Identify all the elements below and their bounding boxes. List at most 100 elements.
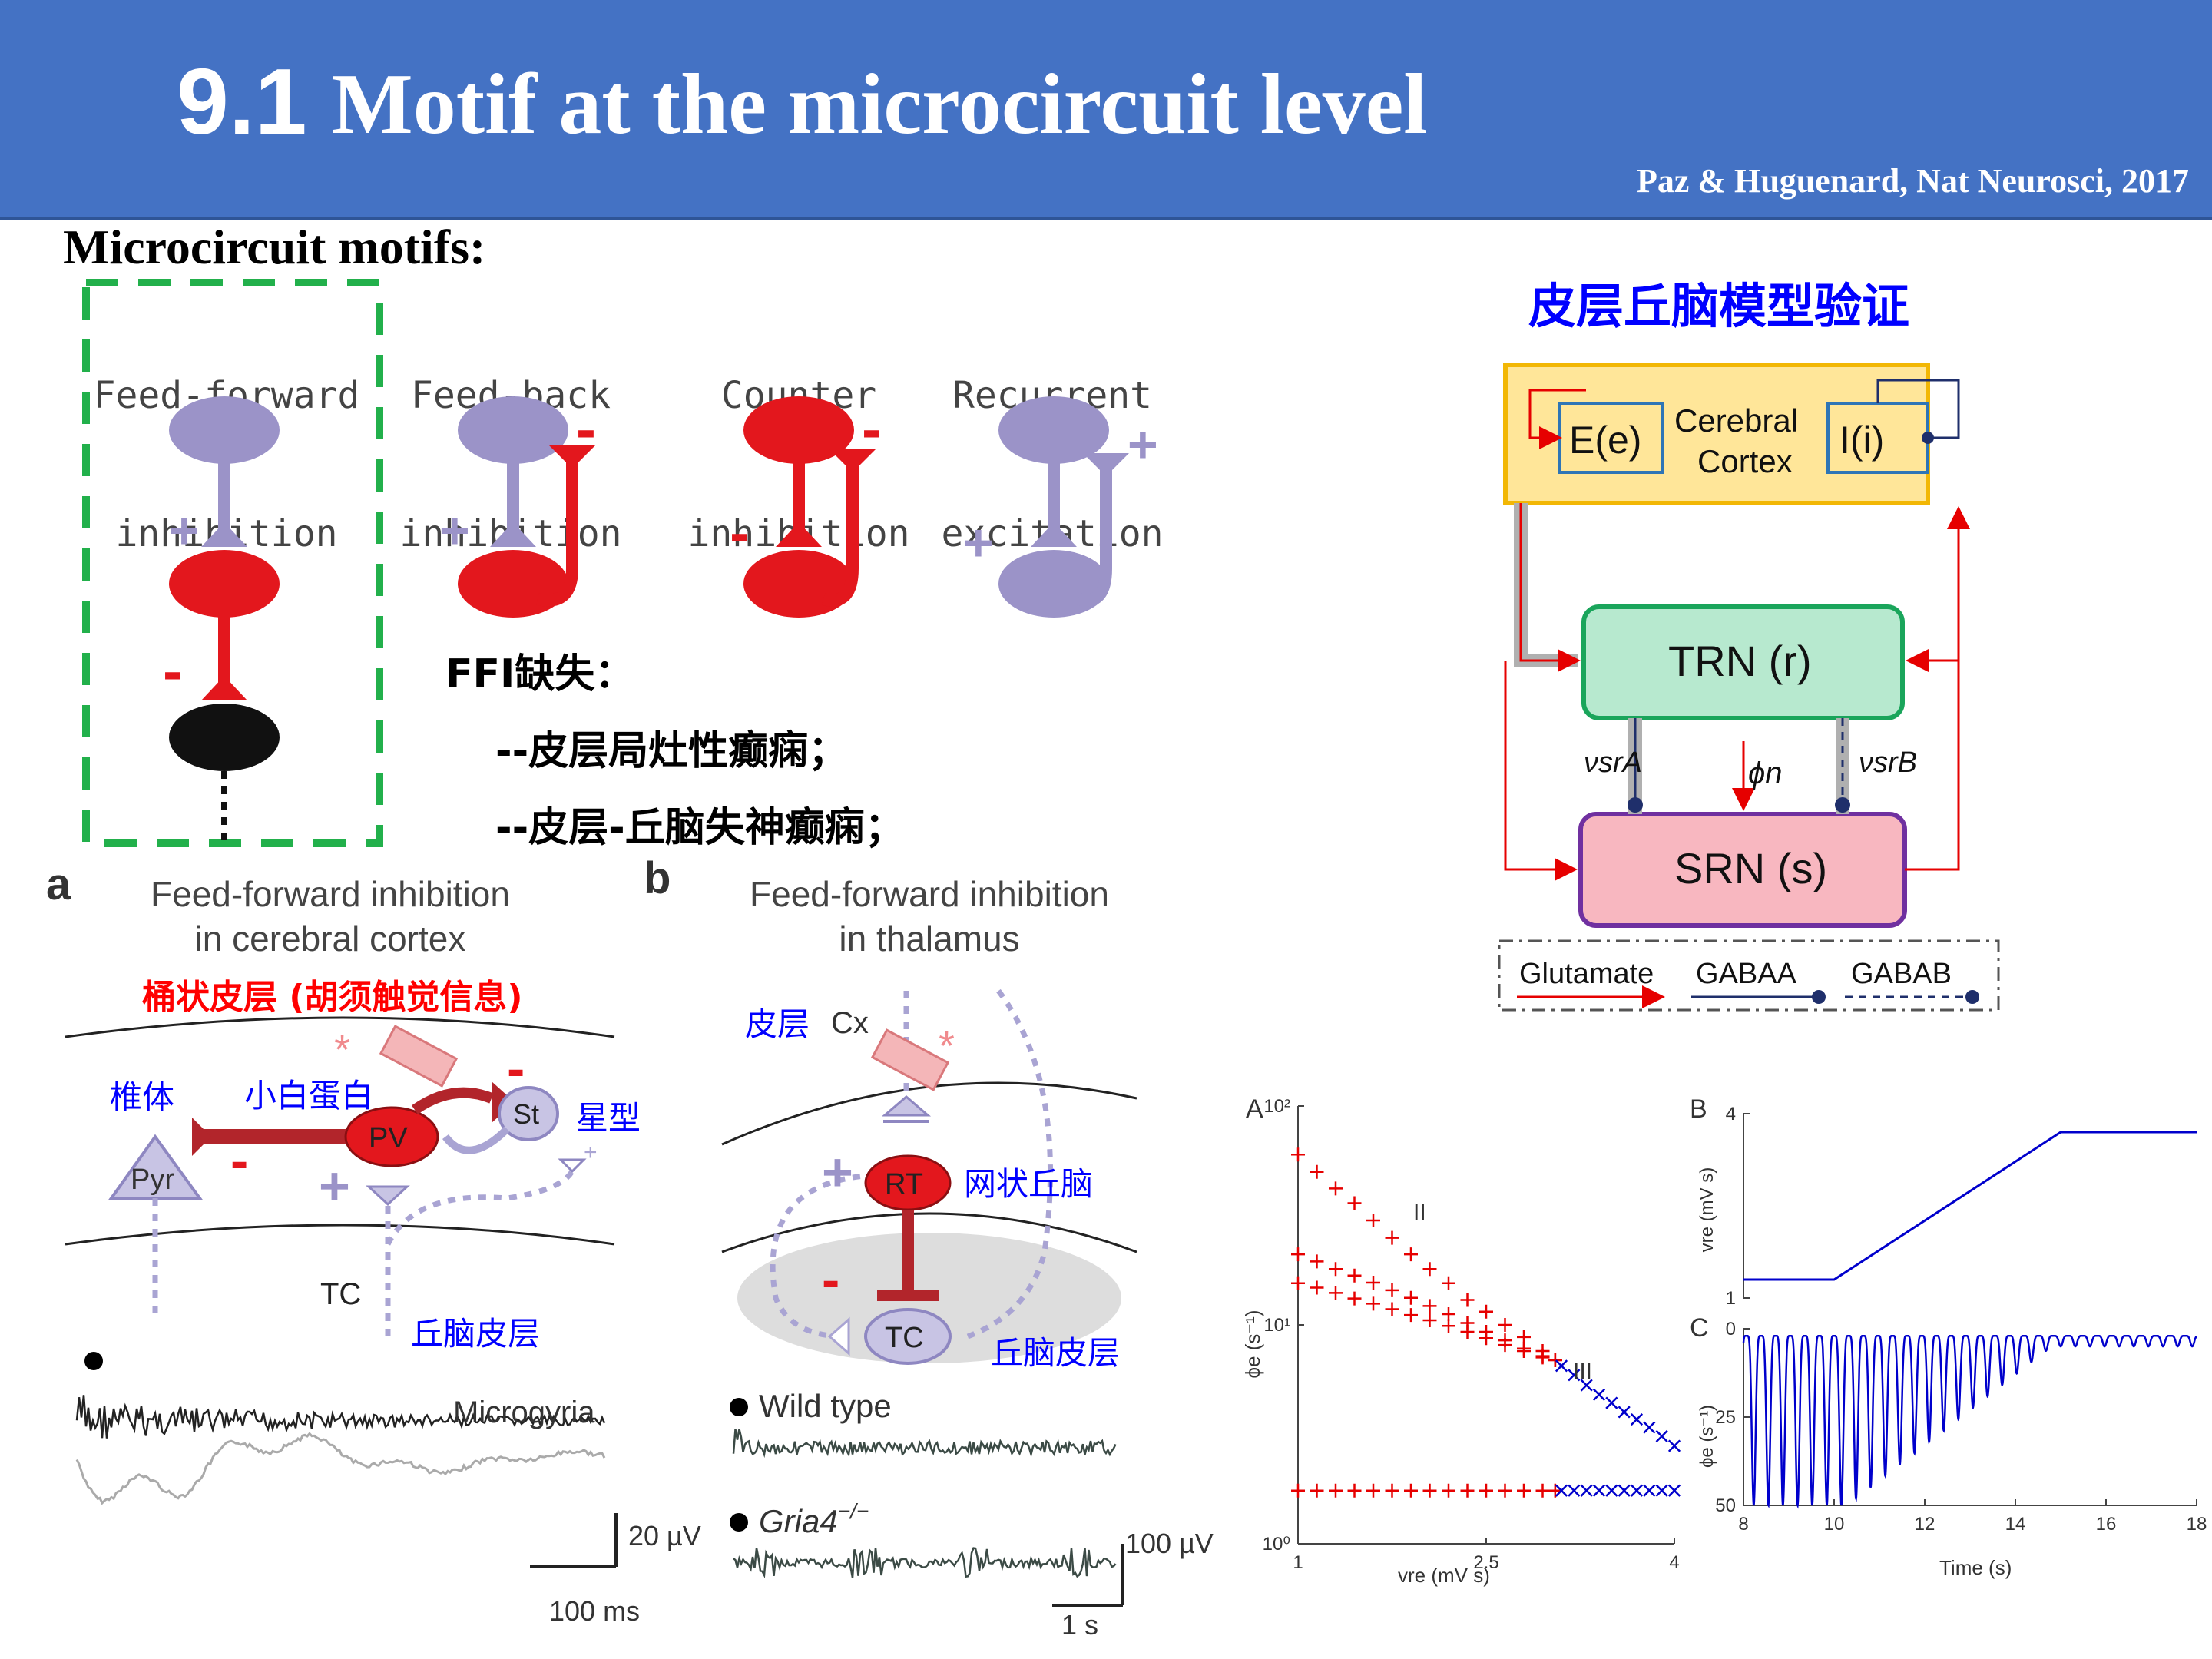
data-point xyxy=(1605,1396,1618,1409)
data-point xyxy=(1618,1406,1631,1419)
plot-c-x-tick-label: 16 xyxy=(2096,1514,2117,1535)
panel-title-line1: Feed-forward inhibition xyxy=(750,874,1109,914)
data-point xyxy=(1347,1268,1362,1283)
motifs-heading: Microcircuit motifs: xyxy=(63,220,486,274)
svg-text:-: - xyxy=(822,1250,839,1310)
data-point xyxy=(1535,1350,1550,1365)
stimulus-dot xyxy=(84,1352,103,1370)
motif-feedback: + - xyxy=(439,395,596,618)
plot-a-ylabel: ϕe (s⁻¹) xyxy=(1241,1310,1264,1379)
legend-gaba-b: GABAB xyxy=(1851,958,1952,990)
data-point xyxy=(1385,1283,1399,1297)
plot-c-xlabel: Time (s) xyxy=(1939,1556,2012,1579)
data-point xyxy=(1442,1306,1455,1321)
plot-a-x-tick-label: 1 xyxy=(1293,1552,1303,1573)
motif-recurrent: + + xyxy=(963,396,1158,618)
scale-time: 100 ms xyxy=(549,1595,640,1627)
st-neuron xyxy=(498,1086,559,1141)
plot-b-ylabel: vre (mV s) xyxy=(1697,1167,1717,1253)
pv-label: PV xyxy=(369,1122,408,1154)
data-point xyxy=(1291,1483,1305,1498)
plot-c-x-tick-label: 18 xyxy=(2187,1514,2207,1535)
scale-time: 1 s xyxy=(1061,1609,1098,1641)
plot-c-x-tick-label: 12 xyxy=(1915,1514,1936,1535)
svg-text:+: + xyxy=(439,502,470,560)
st-label: St xyxy=(513,1098,539,1130)
panel-title-line1: Feed-forward inhibition xyxy=(151,874,510,914)
panel-a-diagram: Pyr PV - - * St + + TC xyxy=(65,1016,615,1336)
data-point xyxy=(1568,1484,1581,1497)
motif-counter: - - xyxy=(730,395,882,618)
motif-diagrams: + - + - - - + + xyxy=(82,279,1158,847)
data-point xyxy=(1310,1483,1324,1498)
scale-voltage: 100 µV xyxy=(1125,1528,1214,1559)
data-point xyxy=(1498,1338,1512,1353)
data-point xyxy=(1479,1304,1493,1319)
data-point xyxy=(1291,1147,1305,1162)
plot-b-line xyxy=(1743,1131,2197,1281)
svg-text:*: * xyxy=(334,1027,350,1073)
plot-a-xlabel: vre (mV s) xyxy=(1398,1564,1490,1587)
data-point xyxy=(1580,1484,1593,1497)
plus-sign: + xyxy=(169,502,200,560)
panel-a-cn-pyramidal: 椎体 xyxy=(110,1078,175,1116)
svg-text:-: - xyxy=(862,395,882,462)
ffi-notes-title: FFI缺失： xyxy=(445,651,635,697)
data-point xyxy=(1329,1286,1343,1300)
ffi-notes-item: --皮层-丘脑失神癫痫； xyxy=(495,805,905,851)
motif-label-feedforward: Feed-forward inhibition xyxy=(84,280,369,603)
feedforward-highlight-box xyxy=(82,279,383,847)
wildtype-trace xyxy=(732,1429,1117,1459)
data-point xyxy=(1404,1483,1418,1498)
data-point xyxy=(1347,1483,1362,1498)
data-point xyxy=(1442,1276,1455,1290)
svg-text:-: - xyxy=(730,498,750,566)
gria4-trace xyxy=(733,1547,1117,1579)
region-ii-label: II xyxy=(1413,1200,1426,1225)
data-point xyxy=(1329,1262,1343,1277)
data-point xyxy=(1460,1483,1475,1498)
tc-label: TC xyxy=(320,1277,361,1311)
plot-a-y-tick-label: 10⁰ xyxy=(1263,1534,1290,1555)
slide-title: Motif at the microcircuit level xyxy=(332,57,1428,152)
data-point xyxy=(1310,1254,1324,1269)
data-point xyxy=(1460,1293,1475,1307)
data-point xyxy=(1404,1308,1418,1323)
v-sr-b-label: νsrB xyxy=(1859,747,1917,779)
data-point xyxy=(1618,1484,1631,1497)
v-sr-a-label: νsrA xyxy=(1584,747,1642,779)
i-node-box xyxy=(1826,402,1929,474)
data-point xyxy=(1442,1319,1455,1333)
panel-b-traces: Wild type Gria4−/− 100 µV 1 s xyxy=(730,1388,1214,1641)
data-point xyxy=(1548,1483,1562,1498)
slide-number: 9.1 xyxy=(177,49,307,154)
svg-text:-: - xyxy=(576,395,596,462)
svg-text:+: + xyxy=(822,1142,853,1202)
plot-c-x-tick-label: 8 xyxy=(1738,1514,1748,1535)
plot-c-y-tick-label: 50 xyxy=(1715,1495,1736,1516)
plot-c-letter: C xyxy=(1690,1313,1709,1343)
data-point xyxy=(1366,1275,1380,1290)
i-node-label: I(i) xyxy=(1839,419,1884,462)
panel-a-cn-pv: 小白蛋白 xyxy=(244,1077,374,1114)
data-point xyxy=(1366,1214,1380,1228)
legend-box xyxy=(1498,939,2000,1012)
panel-title-line2: in cerebral cortex xyxy=(194,919,466,959)
data-point xyxy=(1643,1484,1656,1497)
panel-a-cn-title: 桶状皮层 (胡须触觉信息) xyxy=(142,978,523,1017)
data-point xyxy=(1366,1296,1380,1311)
data-point xyxy=(1404,1290,1418,1305)
legend-gaba-a: GABAA xyxy=(1696,958,1797,990)
data-point xyxy=(1329,1181,1343,1196)
data-point xyxy=(1580,1379,1593,1392)
plot-a-y-tick-label: 10¹ xyxy=(1263,1315,1290,1336)
thalamocortical-model-diagram: E(e) I(i) Cerebral Cortex TRN (r) SRN (s… xyxy=(1498,363,2000,1012)
trace-label: Microgyria xyxy=(453,1396,595,1429)
panel-title-line2: in thalamus xyxy=(839,919,1020,959)
plot-a-x-tick-label: 2.5 xyxy=(1473,1552,1498,1573)
panel-b-title: Feed-forward inhibition in thalamus xyxy=(714,872,1144,961)
plot-b-y-tick-label: 1 xyxy=(1726,1288,1736,1309)
svg-text:+: + xyxy=(963,514,994,572)
svg-text:+: + xyxy=(319,1156,350,1216)
